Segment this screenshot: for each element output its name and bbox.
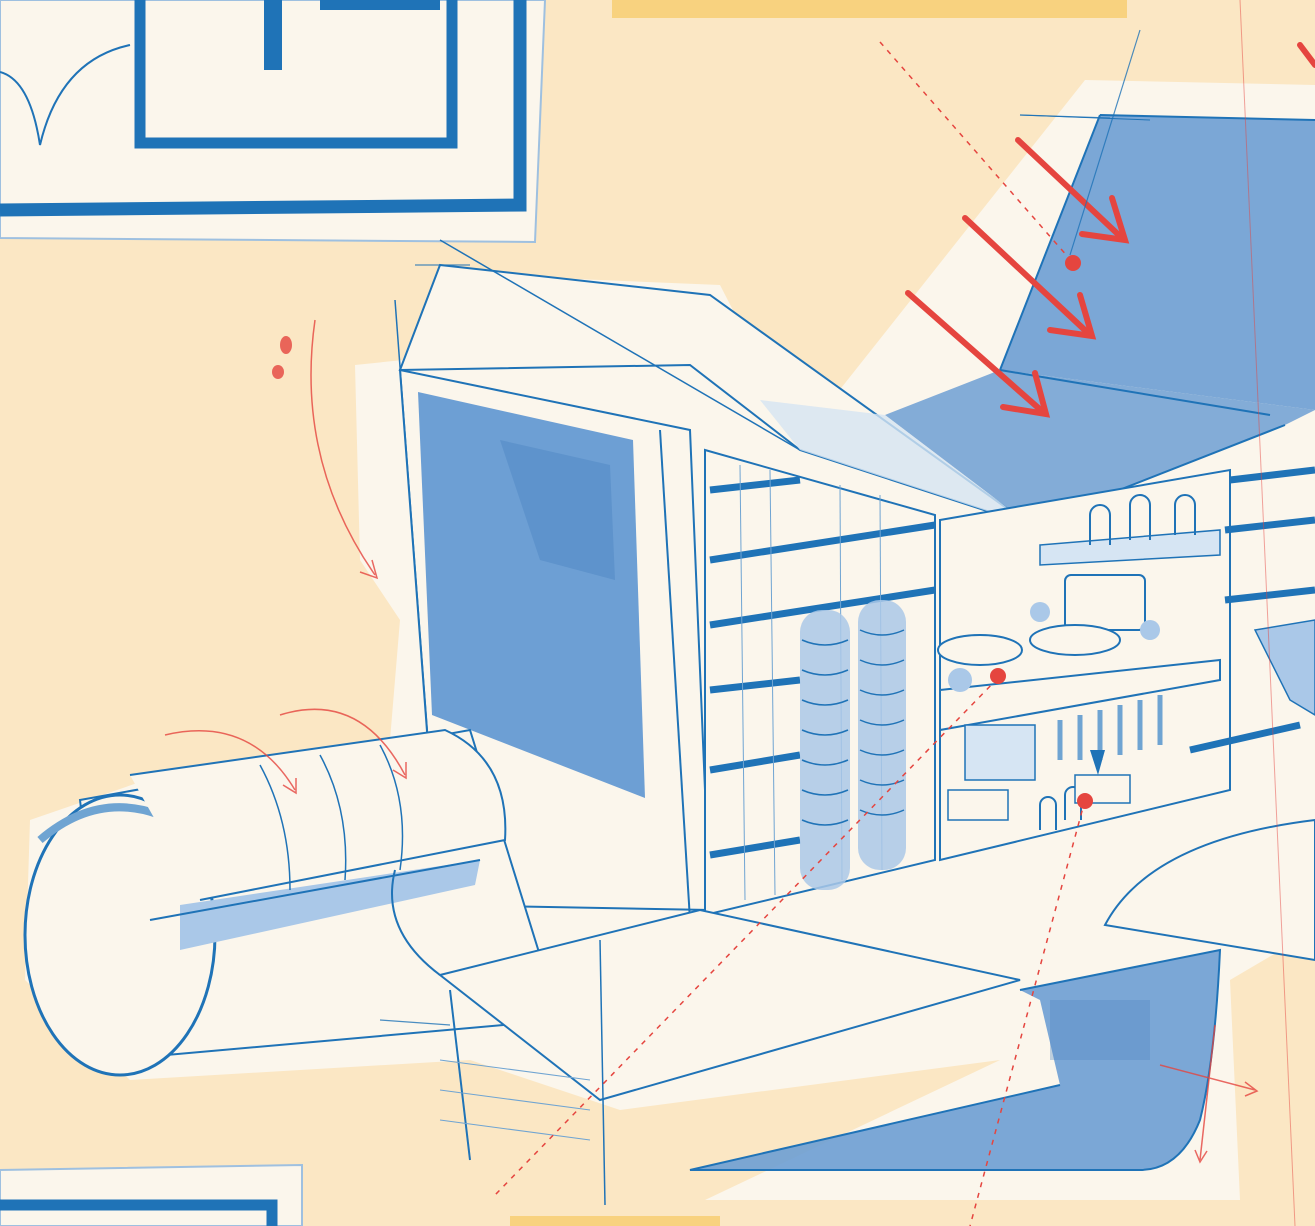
tape-bottom xyxy=(510,1216,720,1226)
tape-top xyxy=(612,0,1127,18)
annotation-dot xyxy=(990,668,1006,684)
floor-plan-fragment-bottom xyxy=(0,1165,302,1226)
floor-plan-fragment xyxy=(0,0,545,242)
annotation-dot xyxy=(1077,793,1093,809)
annotation-dot xyxy=(1065,255,1081,271)
